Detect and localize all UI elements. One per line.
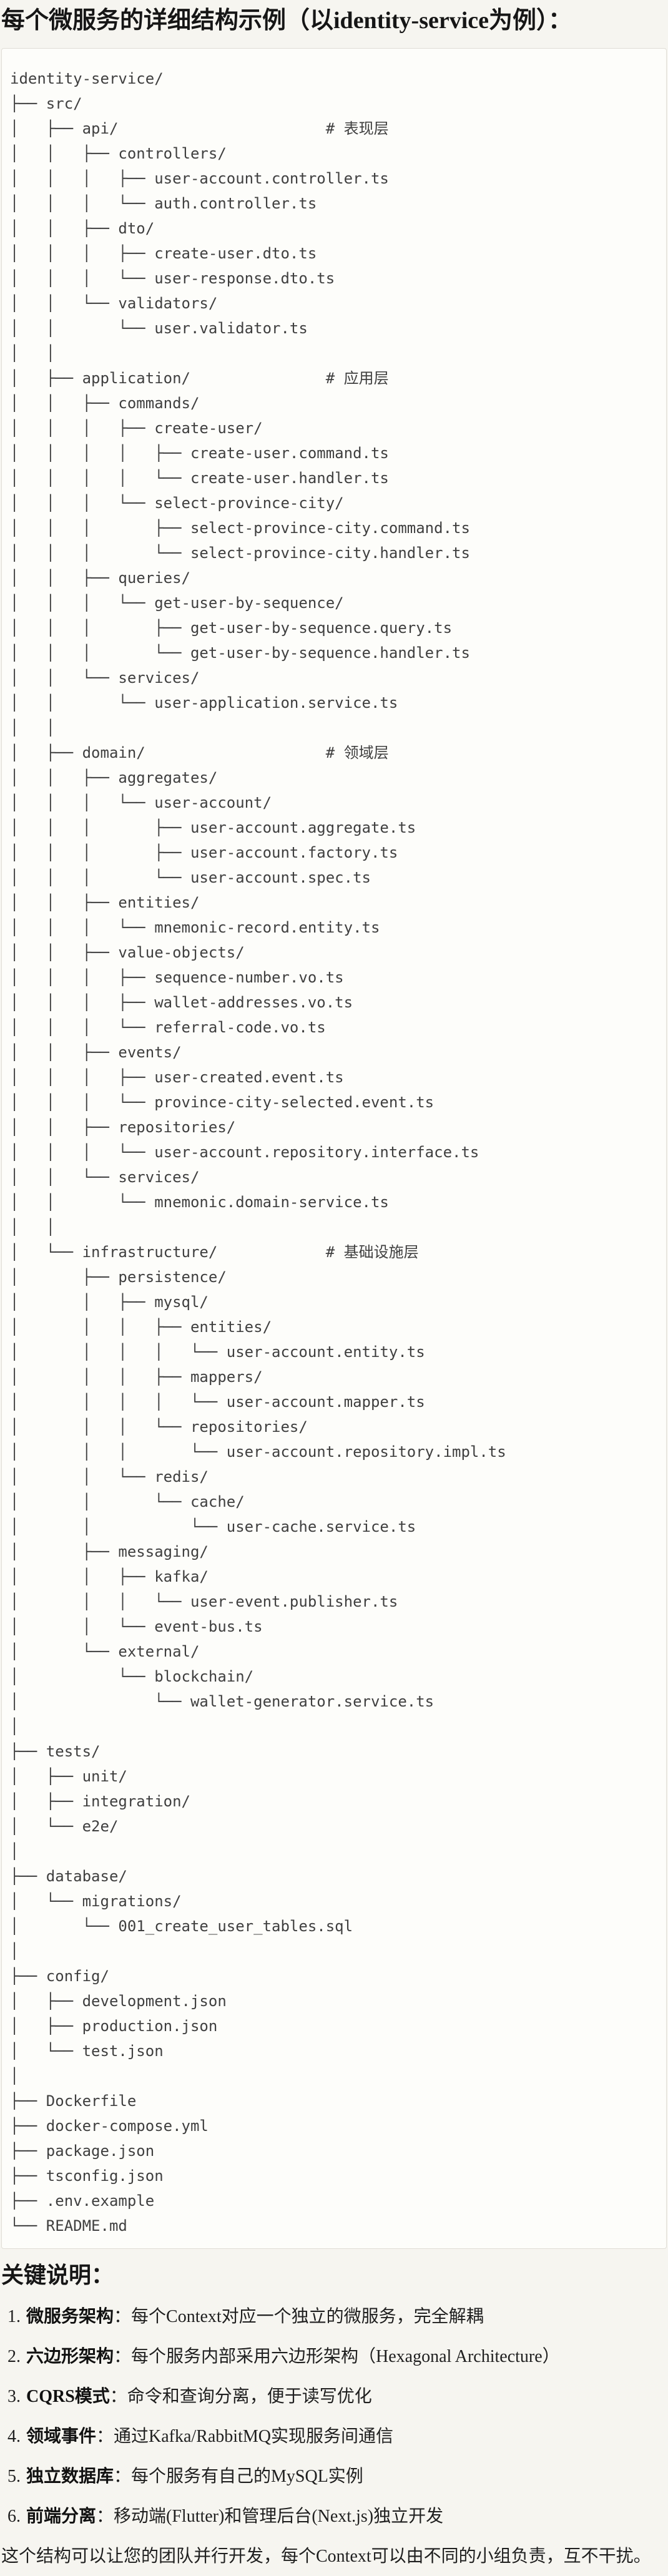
note-label: 领域事件 <box>26 2426 97 2446</box>
directory-tree: identity-service/ ├── src/ │ ├── api/ # … <box>10 69 506 2235</box>
note-label: 六边形架构 <box>26 2346 114 2366</box>
note-text: ：移动端(Flutter)和管理后台(Next.js)独立开发 <box>96 2506 444 2526</box>
note-label: 独立数据库 <box>26 2466 114 2486</box>
note-item: 1.微服务架构：每个Context对应一个独立的微服务，完全解耦 <box>7 2304 667 2330</box>
note-number: 1. <box>7 2306 21 2326</box>
note-item: 4.领域事件：通过Kafka/RabbitMQ实现服务间通信 <box>7 2424 667 2450</box>
page-title: 每个微服务的详细结构示例（以identity-service为例）： <box>1 7 572 34</box>
notes-heading: 关键说明： <box>1 2262 114 2288</box>
note-text: ：通过Kafka/RabbitMQ实现服务间通信 <box>96 2426 393 2446</box>
note-item: 6.前端分离：移动端(Flutter)和管理后台(Next.js)独立开发 <box>7 2504 667 2530</box>
note-number: 2. <box>7 2346 21 2366</box>
note-item: 3.CQRS模式：命令和查询分离，便于读写优化 <box>7 2384 667 2410</box>
note-label: 微服务架构 <box>26 2306 114 2326</box>
note-label: 前端分离 <box>26 2506 97 2526</box>
note-number: 4. <box>7 2426 21 2446</box>
document-page: 每个微服务的详细结构示例（以identity-service为例）： ident… <box>0 6 668 2570</box>
note-number: 5. <box>7 2466 21 2486</box>
note-text: ：命令和查询分离，便于读写优化 <box>109 2386 372 2406</box>
code-block: identity-service/ ├── src/ │ ├── api/ # … <box>1 47 667 2249</box>
note-text: ：每个服务有自己的MySQL实例 <box>114 2466 363 2486</box>
note-item: 2.六边形架构：每个服务内部采用六边形架构（Hexagonal Architec… <box>7 2344 667 2370</box>
note-label: CQRS模式 <box>26 2386 110 2406</box>
note-number: 3. <box>7 2386 21 2406</box>
notes-list: 1.微服务架构：每个Context对应一个独立的微服务，完全解耦 2.六边形架构… <box>1 2304 667 2530</box>
note-item: 5.独立数据库：每个服务有自己的MySQL实例 <box>7 2464 667 2490</box>
closing-paragraph: 这个结构可以让您的团队并行开发，每个Context可以由不同的小组负责，互不干扰… <box>1 2546 651 2566</box>
note-text: ：每个Context对应一个独立的微服务，完全解耦 <box>114 2306 484 2326</box>
note-text: ：每个服务内部采用六边形架构（Hexagonal Architecture） <box>114 2346 560 2366</box>
note-number: 6. <box>7 2506 21 2526</box>
